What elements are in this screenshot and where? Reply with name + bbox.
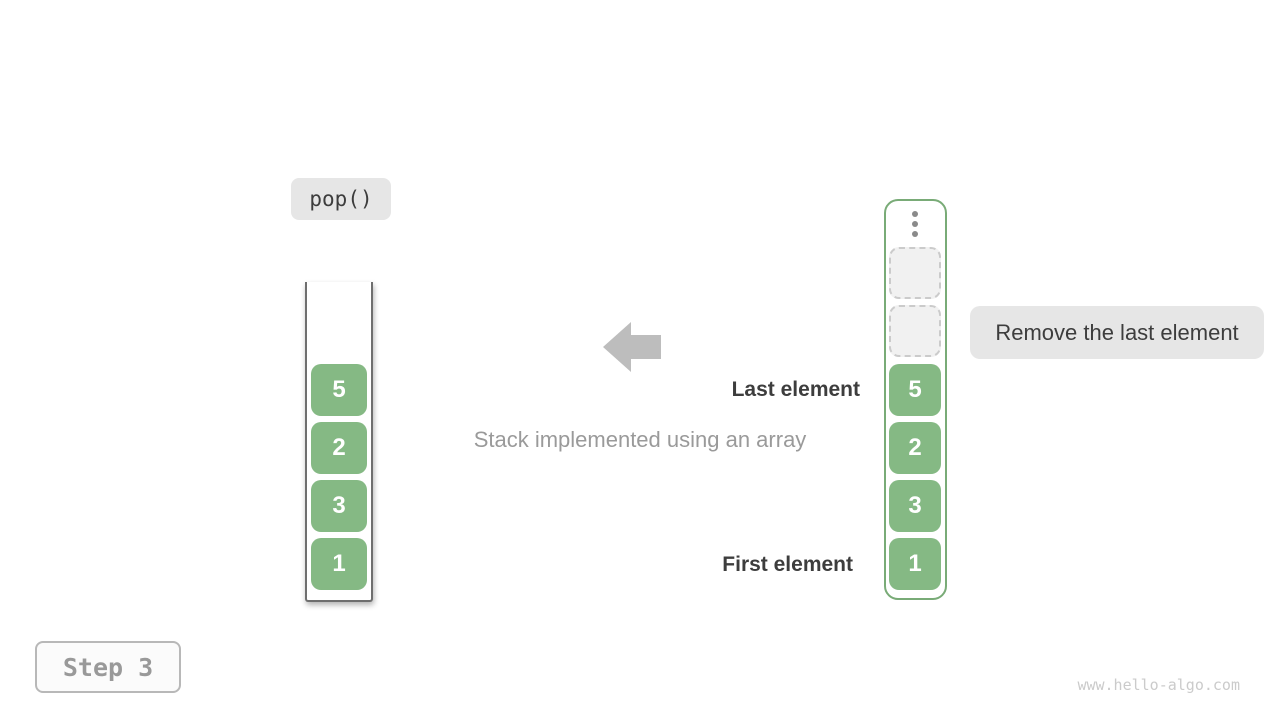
stack-cell: 3 <box>311 480 367 532</box>
step-badge: Step 3 <box>35 641 181 693</box>
empty-slot <box>889 247 941 299</box>
watermark: www.hello-algo.com <box>1077 676 1240 694</box>
stack-cell: 1 <box>311 538 367 590</box>
stack-cell: 5 <box>311 364 367 416</box>
array-cell: 1 <box>889 538 941 590</box>
first-element-label: First element <box>722 553 853 576</box>
last-element-label: Last element <box>731 378 860 401</box>
action-annotation: Remove the last element <box>970 306 1264 359</box>
ellipsis-dot <box>912 231 918 237</box>
vertical-ellipsis-icon <box>912 211 918 237</box>
operation-badge: pop() <box>291 178 391 220</box>
empty-slot <box>889 305 941 357</box>
array-container: 5 2 3 1 <box>884 199 947 600</box>
array-cell: 3 <box>889 480 941 532</box>
left-arrow-icon <box>603 322 661 372</box>
stack-container: 5 2 3 1 <box>305 282 373 602</box>
ellipsis-dot <box>912 221 918 227</box>
array-cell: 5 <box>889 364 941 416</box>
array-cell: 2 <box>889 422 941 474</box>
stack-cell: 2 <box>311 422 367 474</box>
ellipsis-dot <box>912 211 918 217</box>
diagram-caption: Stack implemented using an array <box>473 427 807 452</box>
